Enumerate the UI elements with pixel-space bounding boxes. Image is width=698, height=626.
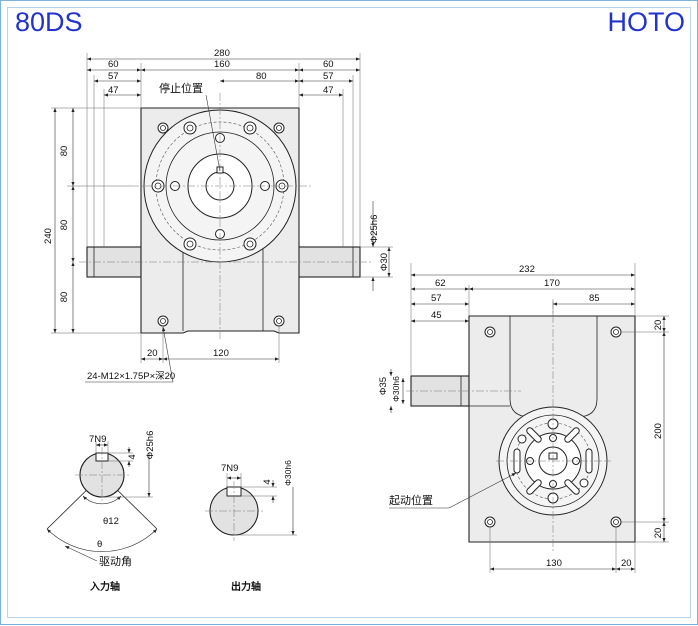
dim-85: 85 <box>589 293 600 304</box>
input-key-depth: 4 <box>127 454 138 459</box>
dim-80-c: 80 <box>59 292 70 303</box>
dim-80-a: 80 <box>59 146 70 157</box>
flange-bolt <box>183 237 197 251</box>
dim-20-lower: 20 <box>653 528 664 539</box>
dim-47-left: 47 <box>108 85 119 96</box>
dim-60-right: 60 <box>323 59 334 70</box>
dim-232: 232 <box>519 264 535 275</box>
drive-angle-label: 驱动角 <box>99 555 132 568</box>
input-key-size: 7N9 <box>89 434 106 445</box>
dim-57-left: 57 <box>108 71 119 82</box>
dim-20-side-bottom: 20 <box>621 558 632 569</box>
dim-60-left: 60 <box>108 59 119 70</box>
dim-45: 45 <box>431 310 442 321</box>
input-shaft-diameter: Φ25h6 <box>145 431 156 460</box>
dim-170: 170 <box>544 278 560 289</box>
input-angle-small: θ12 <box>103 516 119 527</box>
output-shaft-diameter: Φ30h6 <box>283 460 293 486</box>
mount-hole <box>610 516 622 528</box>
output-key-depth: 4 <box>262 479 273 484</box>
output-shaft-caption: 出力轴 <box>231 580 261 593</box>
inner-border <box>7 7 691 618</box>
dim-240: 240 <box>43 228 54 244</box>
mount-hole <box>157 122 169 134</box>
dim-130: 130 <box>546 558 562 569</box>
input-angle: θ <box>97 539 102 550</box>
mount-hole <box>484 516 496 528</box>
input-shaft-caption: 入力轴 <box>90 580 120 593</box>
dim-120-bottom: 120 <box>213 348 229 359</box>
mount-hole <box>610 326 622 338</box>
flange-bolt <box>243 121 257 135</box>
dim-80-b: 80 <box>59 220 70 231</box>
output-shaft-detail: 7N9 4 Φ30h6 出力轴 <box>205 460 297 593</box>
output-key-size: 7N9 <box>221 463 238 474</box>
dim-57-right: 57 <box>323 71 334 82</box>
dim-20-top: 20 <box>653 320 664 331</box>
flange-bolt <box>183 121 197 135</box>
dim-280: 280 <box>214 48 230 59</box>
dim-57-side: 57 <box>431 293 442 304</box>
brand-title: HOTO <box>607 7 685 37</box>
input-shaft-detail: 7N9 4 Φ25h6 θ12 θ 驱动角 入力轴 <box>46 431 158 593</box>
dim-47-right: 47 <box>323 85 334 96</box>
mount-hole <box>157 315 169 327</box>
dim-160: 160 <box>214 59 230 70</box>
dim-phi35: Φ35 <box>378 377 389 395</box>
mount-hole <box>484 326 496 338</box>
dim-phi25h6: Φ25h6 <box>369 215 380 244</box>
dim-200: 200 <box>653 423 664 439</box>
label-stop-position: 停止位置 <box>159 81 203 95</box>
side-view: 232 62 170 57 85 45 Φ35 Φ30h6 20 200 20 <box>378 263 669 573</box>
model-title: 80DS <box>15 7 83 37</box>
dim-phi30h6: Φ30h6 <box>391 376 401 402</box>
thread-note: 24-M12×1.75P×深20 <box>87 371 175 382</box>
dim-20-bottom: 20 <box>147 348 158 359</box>
mount-hole <box>273 315 285 327</box>
label-start-position: 起动位置 <box>389 493 433 507</box>
dim-phi30: Φ30 <box>379 253 390 271</box>
mount-hole <box>273 122 285 134</box>
flange-bolt <box>243 237 257 251</box>
front-view: 280 160 80 60 57 47 60 57 47 停止位置 80 80 … <box>43 48 393 383</box>
dim-80: 80 <box>256 71 267 82</box>
dim-62: 62 <box>435 278 446 289</box>
